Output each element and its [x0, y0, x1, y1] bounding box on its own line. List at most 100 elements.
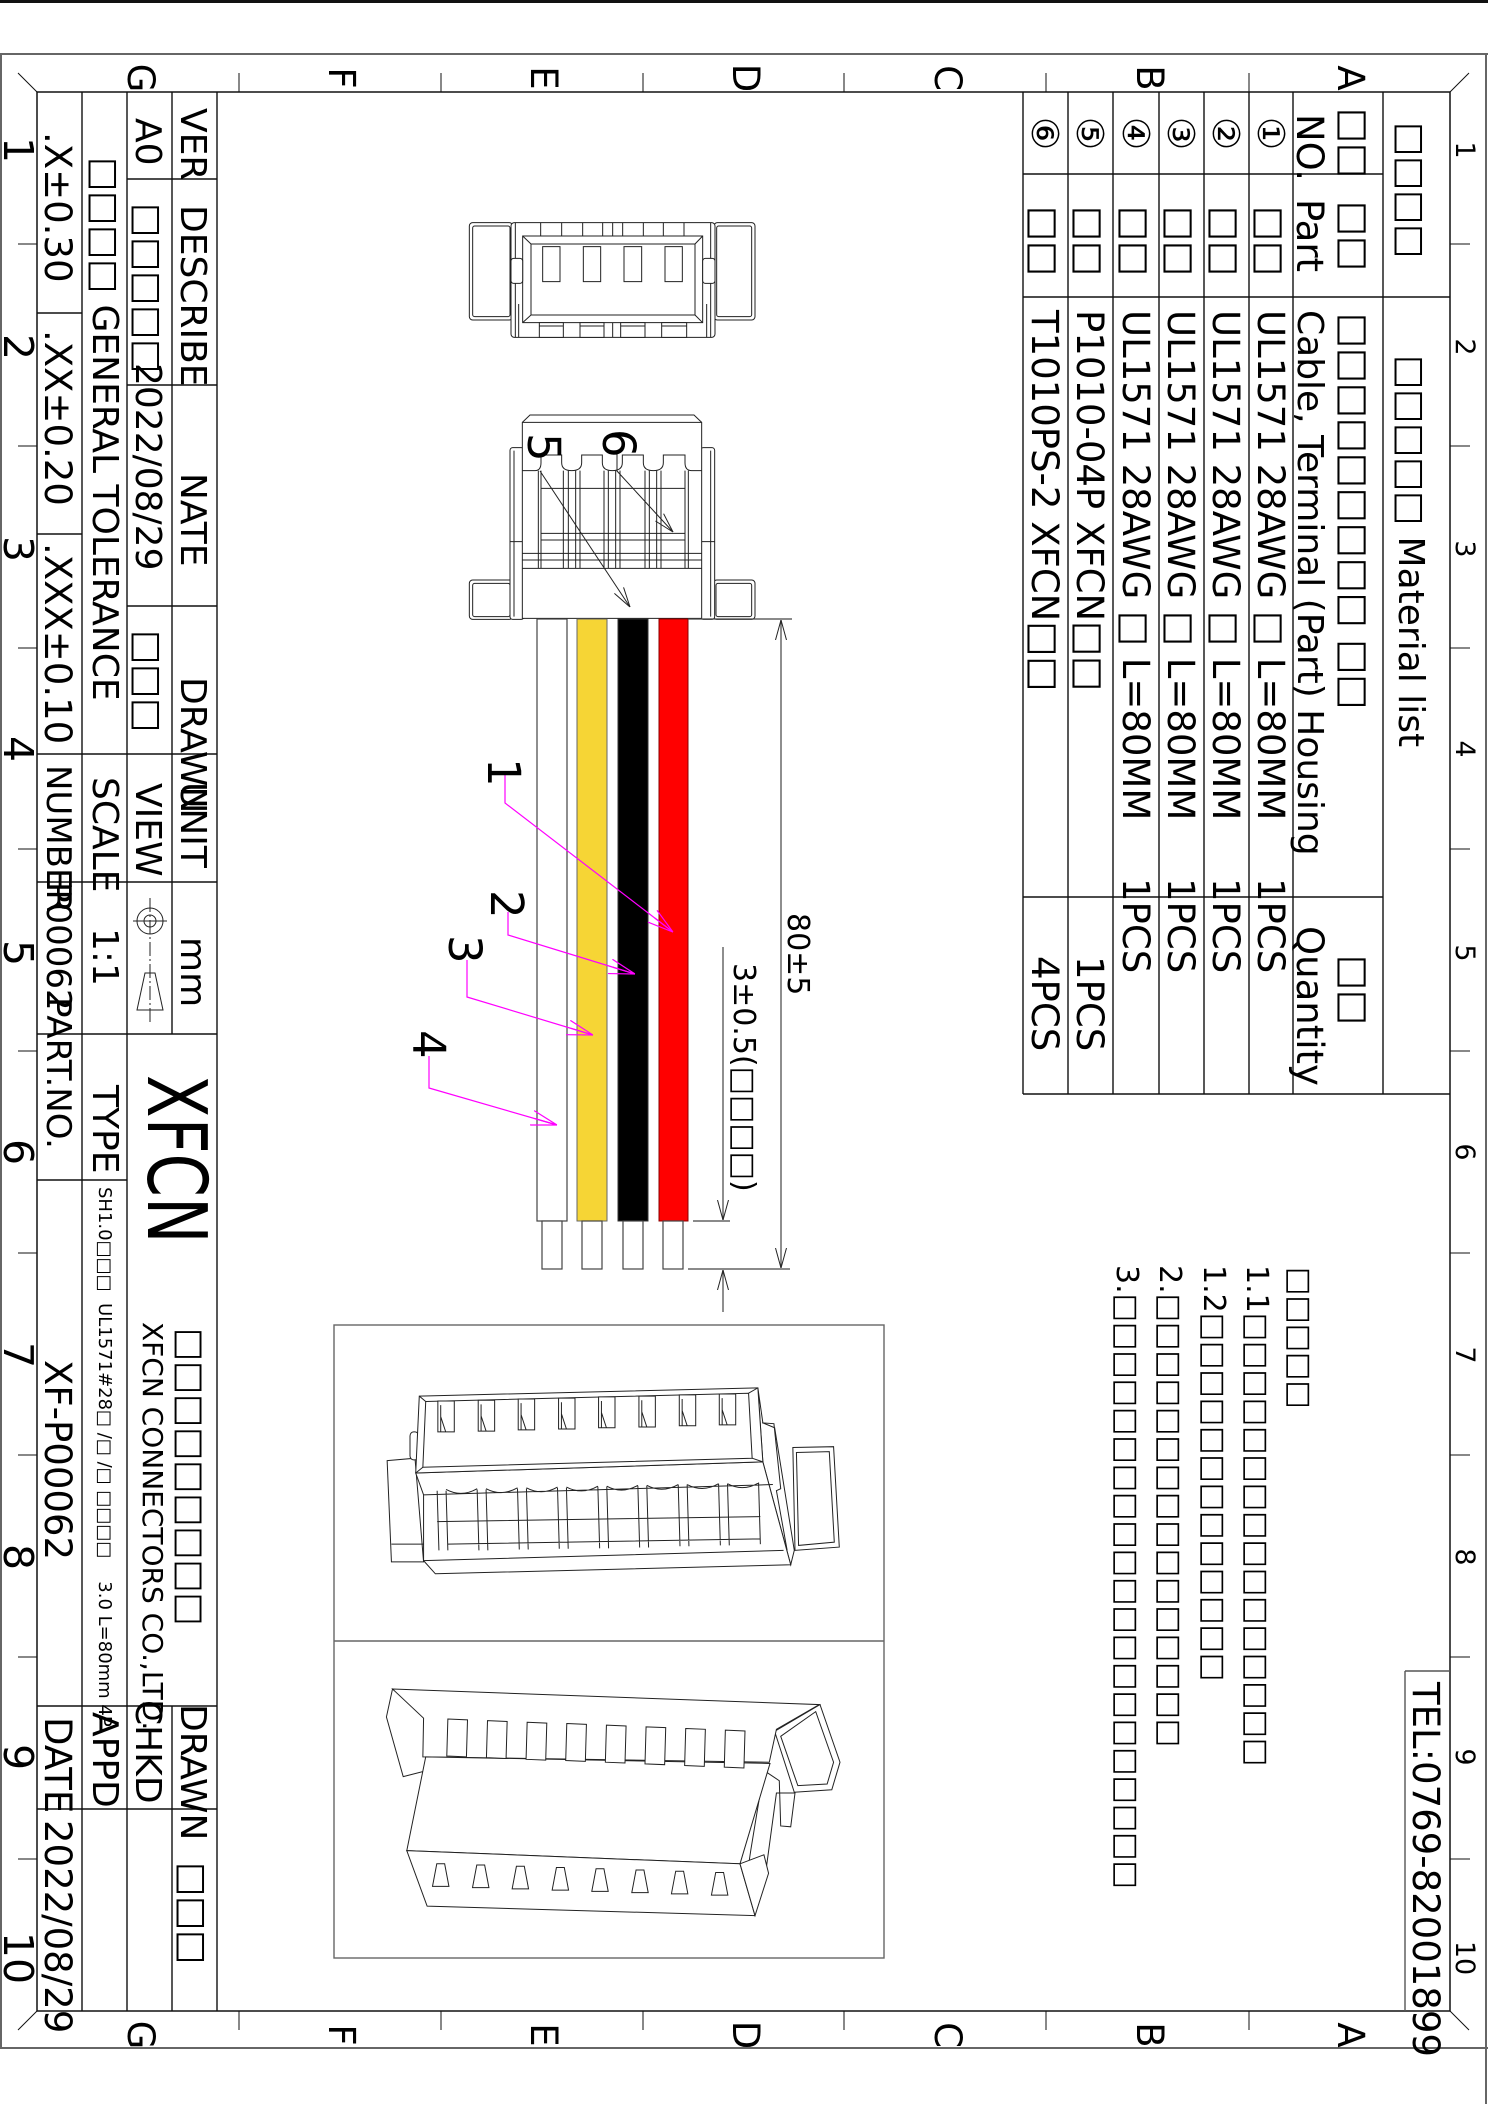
row-part: □□ — [1068, 206, 1111, 276]
left-ear — [387, 1458, 423, 1562]
bottom-side-face — [740, 1855, 769, 1916]
row-no: ③ — [1159, 117, 1202, 151]
notes-title: □□□□□ — [1282, 1267, 1317, 1409]
terminal-windows — [433, 1864, 728, 1895]
note-item: 1.2□□□□□□□□□□□□□ — [1196, 1265, 1231, 1682]
connector-side-view — [469, 415, 755, 619]
number-value: P00062 — [38, 882, 78, 1011]
projection-inner-circle — [143, 914, 157, 928]
row-part: □□ — [1023, 206, 1066, 276]
row-quantity: 1PCS — [1249, 878, 1292, 974]
zone-row-label-right: E — [522, 2023, 565, 2047]
title-block-grid — [37, 92, 218, 2011]
header-part: Part — [1288, 199, 1331, 273]
zone-column-label-top: 5 — [1449, 944, 1480, 962]
conductor-end — [581, 1220, 603, 1270]
row-part: □□ — [1204, 206, 1247, 276]
row-quantity: 1PCS — [1204, 878, 1247, 974]
zone-column-label-bottom: 8 — [0, 1544, 42, 1570]
terminal-window — [512, 1866, 528, 1889]
tooth — [605, 1725, 626, 1763]
front-face-lines — [424, 1482, 784, 1560]
company-name-cn: □□□□□□□□□ — [170, 1328, 210, 1626]
zone-column-label-bottom: 2 — [0, 334, 42, 360]
row-no: ⑤ — [1068, 117, 1111, 151]
callout-3: 3 — [438, 935, 491, 964]
header-no-cn: □□ — [1333, 108, 1376, 178]
zone-row-label-left: G — [119, 63, 162, 93]
contact-hole-details — [441, 1398, 727, 1432]
zone-row-label-right: A — [1329, 2022, 1372, 2048]
side-bump — [511, 258, 523, 283]
contact-hole — [478, 1400, 494, 1431]
header-quantity-cn: □□ — [1333, 955, 1376, 1025]
callout-5-leader — [539, 470, 630, 607]
right-ear-inner — [716, 583, 752, 616]
part-number-label: PART.NO. — [38, 997, 78, 1149]
revision-drawn-value: □□□ — [127, 630, 168, 733]
notch-details — [519, 304, 707, 337]
contact-hole — [559, 1398, 575, 1429]
page-trim-lines — [0, 53, 1488, 2104]
terminal-window — [473, 1865, 489, 1888]
row-no: ① — [1249, 117, 1292, 151]
zone-row-label-left: E — [522, 66, 565, 90]
drawn-label: DRAWN — [172, 1704, 213, 1841]
zone-row-label-left: D — [724, 63, 767, 93]
zone-column-label-top: 2 — [1449, 338, 1480, 356]
extension-lines — [688, 618, 792, 1270]
contact-hole — [719, 1394, 735, 1425]
unit-value: mm — [172, 937, 213, 1008]
zone-column-label-top: 3 — [1449, 540, 1480, 558]
material-list-title-cn: □□□□ — [1390, 122, 1431, 259]
recess-bevel-corners — [523, 236, 703, 323]
note-item: 3.□□□□□□□□□□□□□□□□□□□□□ — [1109, 1265, 1144, 1889]
revision-describe-label: DESCRIBE — [172, 205, 213, 387]
conductor-end — [541, 1220, 563, 1270]
right-ear-inner — [796, 1452, 834, 1546]
contact-hole — [518, 1399, 534, 1430]
material-list-grid — [1022, 92, 1450, 1095]
wire-yellow — [576, 618, 608, 1222]
drawing-frame — [17, 72, 1470, 2031]
right-ear — [793, 1447, 839, 1551]
unit-label: UNIT — [172, 782, 213, 868]
zone-row-label-left: F — [320, 67, 363, 89]
callout-2-leader — [507, 912, 635, 974]
callout-6: 6 — [592, 429, 645, 458]
tooth — [685, 1728, 706, 1766]
header-description: Cable, Terminal (Part) Housing — [1289, 310, 1330, 856]
tooth — [724, 1730, 745, 1768]
zone-column-label-bottom: 1 — [0, 137, 42, 163]
tooth — [447, 1719, 468, 1757]
revision-ver-label: VER — [172, 108, 213, 181]
row-quantity: 4PCS — [1023, 956, 1066, 1052]
right-ear-inner — [781, 1712, 834, 1786]
type-value: SH1.0□□□ UL1571#28□ /□ /□ □□□□ 3.0 L=80m… — [94, 1187, 115, 1727]
checked-label: CHKD — [127, 1700, 168, 1804]
header-description-cn: □□□□□□□□□ □□ — [1333, 313, 1376, 710]
row-no: ④ — [1114, 117, 1157, 151]
strip-length-dimension: 3±0.5(□□□□) — [726, 963, 761, 1192]
zone-row-label-right: C — [926, 2022, 969, 2048]
comb-teeth — [447, 1719, 745, 1768]
terminal-window — [671, 1871, 687, 1894]
zone-row-label-right: G — [119, 2020, 162, 2050]
zone-column-label-bottom: 4 — [0, 736, 42, 762]
right-side-detail — [762, 1423, 787, 1551]
zone-row-label-left: B — [1128, 65, 1171, 91]
terminal-window — [592, 1869, 608, 1892]
zone-row-label-right: F — [320, 2024, 363, 2046]
callout-6-leader — [616, 452, 673, 532]
pin-slot — [624, 247, 642, 282]
date-label: DATE — [36, 1717, 79, 1814]
zone-column-label-top: 8 — [1449, 1548, 1480, 1566]
callout-3-leader — [466, 960, 593, 1035]
tooth — [645, 1727, 666, 1765]
revision-ver-value: A0 — [127, 118, 168, 166]
pin-slot — [665, 247, 682, 282]
row-quantity: 1PCS — [1068, 956, 1111, 1052]
